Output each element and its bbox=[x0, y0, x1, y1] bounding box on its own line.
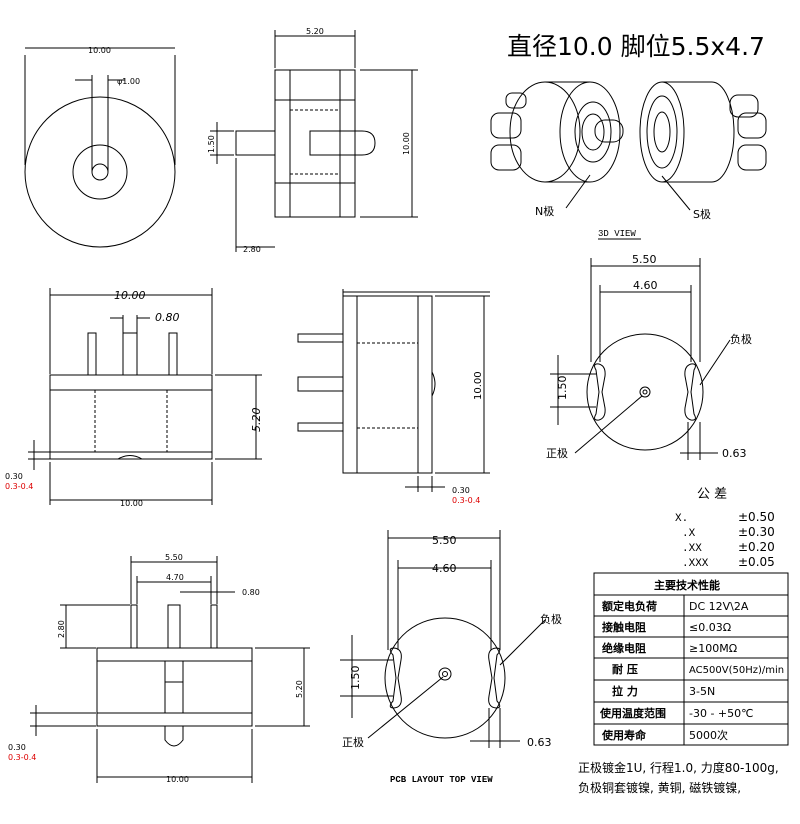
dim-side-height: 10.00 bbox=[402, 132, 411, 155]
tol-key-3: .XXX bbox=[682, 558, 709, 570]
tol-key-0: X. bbox=[675, 513, 688, 525]
side-view: 5.20 10.00 1.50 2.80 bbox=[207, 27, 418, 254]
dim-e3-pinlen: 2.80 bbox=[57, 620, 66, 638]
dim-front-width: 10.00 bbox=[88, 46, 111, 55]
dim-e3-outer: 5.50 bbox=[165, 553, 183, 562]
label-3d-view: 3D VIEW bbox=[598, 229, 636, 239]
spec-val-2: ≥100MΩ bbox=[689, 642, 737, 655]
dim-e3-pin: 0.80 bbox=[242, 588, 260, 597]
dim-e3-inner: 4.70 bbox=[166, 573, 184, 582]
bottom-view-top: 5.50 4.60 1.50 负极 正极 0.63 bbox=[546, 253, 752, 460]
spec-table: 主要技术性能 额定电负荷 DC 12V\2A 接触电阻 ≤0.03Ω 绝缘电阻 … bbox=[593, 572, 789, 746]
spec-val-6: 5000次 bbox=[689, 728, 728, 742]
front-view: 10.00 φ1.00 bbox=[24, 46, 176, 248]
spec-val-3: AC500V(50Hz)/min bbox=[689, 665, 784, 676]
dim-elev1-gap-range: 0.3-0.4 bbox=[5, 482, 33, 491]
dim-pcb-outer: 5.50 bbox=[432, 534, 457, 547]
note-line-1: 正极镀金1U, 行程1.0, 力度80-100g, bbox=[578, 760, 779, 775]
dim-pin-length: 2.80 bbox=[243, 245, 261, 254]
dim-e3-gap-range: 0.3-0.4 bbox=[8, 753, 36, 762]
elevation-view-3: 5.50 4.70 0.80 2.80 5.20 0.30 0.3-0.4 10… bbox=[8, 553, 310, 784]
spec-title: 主要技术性能 bbox=[654, 578, 720, 592]
label-s-pole: S极 bbox=[693, 207, 711, 221]
tol-val-1: ±0.30 bbox=[738, 525, 775, 539]
dim-elev1-gap: 0.30 bbox=[5, 472, 23, 481]
spec-val-5: -30 - +50℃ bbox=[689, 707, 754, 720]
spec-key-0: 额定电负荷 bbox=[602, 599, 657, 613]
spec-key-3: 耐 压 bbox=[612, 662, 638, 676]
dim-elev2-gap: 0.30 bbox=[452, 486, 470, 495]
tolerance-title: 公 差 bbox=[697, 487, 727, 502]
note-line-2: 负极铜套镀镍, 黄铜, 磁铁镀镍, bbox=[578, 780, 741, 795]
dim-pin-height: 1.50 bbox=[207, 135, 216, 153]
view-3d: N极 S极 3D VIEW bbox=[490, 81, 767, 240]
spec-key-5: 使用温度范围 bbox=[599, 706, 666, 720]
dim-b1-inner: 4.60 bbox=[633, 279, 658, 292]
label-pcb-view: PCB LAYOUT TOP VIEW bbox=[390, 775, 493, 785]
tol-key-1: .X bbox=[682, 528, 696, 540]
tolerance-block: 公 差 X. ±0.50 .X ±0.30 .XX ±0.20 .XXX ±0.… bbox=[675, 487, 775, 570]
pcb-layout-view: 5.50 4.60 1.50 负极 正极 0.63 PCB LAYOUT TOP… bbox=[340, 530, 562, 785]
label-pcb-neg: 负极 bbox=[540, 612, 562, 626]
tol-val-3: ±0.05 bbox=[738, 555, 775, 569]
dim-elev1-height: 5.20 bbox=[250, 408, 263, 433]
dim-elev1-pin: 0.80 bbox=[155, 311, 180, 324]
label-pcb-pos: 正极 bbox=[342, 735, 364, 749]
spec-key-6: 使用寿命 bbox=[601, 728, 647, 742]
dim-pcb-gap: 0.63 bbox=[527, 736, 552, 749]
spec-val-1: ≤0.03Ω bbox=[689, 621, 731, 634]
dim-e3-height: 5.20 bbox=[295, 680, 304, 698]
spec-key-2: 绝缘电阻 bbox=[602, 641, 646, 655]
label-b1-neg: 负极 bbox=[730, 332, 752, 346]
page-title: 直径10.0 脚位5.5x4.7 bbox=[507, 32, 765, 61]
elevation-view-2: 10.00 0.30 0.3-0.4 bbox=[297, 289, 490, 505]
spec-val-0: DC 12V\2A bbox=[689, 600, 749, 613]
dim-e3-gap: 0.30 bbox=[8, 743, 26, 752]
dim-b1-outer: 5.50 bbox=[632, 253, 657, 266]
dim-pcb-slot: 1.50 bbox=[349, 666, 362, 691]
dim-e3-bottom: 10.00 bbox=[166, 775, 189, 784]
dim-elev2-gap-range: 0.3-0.4 bbox=[452, 496, 480, 505]
tol-val-0: ±0.50 bbox=[738, 510, 775, 524]
spec-key-1: 接触电阻 bbox=[602, 620, 646, 634]
spec-val-4: 3-5N bbox=[689, 685, 715, 698]
dim-elev1-bottom: 10.00 bbox=[120, 499, 143, 508]
dim-pin-diameter: φ1.00 bbox=[117, 77, 140, 86]
spec-key-4: 拉 力 bbox=[612, 684, 638, 698]
dim-elev1-width: 10.00 bbox=[114, 289, 146, 302]
dim-pcb-inner: 4.60 bbox=[432, 562, 457, 575]
dim-side-length: 5.20 bbox=[306, 27, 324, 36]
elevation-view-1: 10.00 0.80 5.20 0.30 0.3-0.4 10.00 bbox=[5, 288, 263, 508]
tol-key-2: .XX bbox=[682, 543, 702, 555]
dim-b1-gap: 0.63 bbox=[722, 447, 747, 460]
dim-elev2-height: 10.00 bbox=[473, 371, 484, 400]
label-n-pole: N极 bbox=[535, 204, 554, 218]
label-b1-pos: 正极 bbox=[546, 446, 568, 460]
tol-val-2: ±0.20 bbox=[738, 540, 775, 554]
dim-b1-slot: 1.50 bbox=[556, 376, 569, 401]
